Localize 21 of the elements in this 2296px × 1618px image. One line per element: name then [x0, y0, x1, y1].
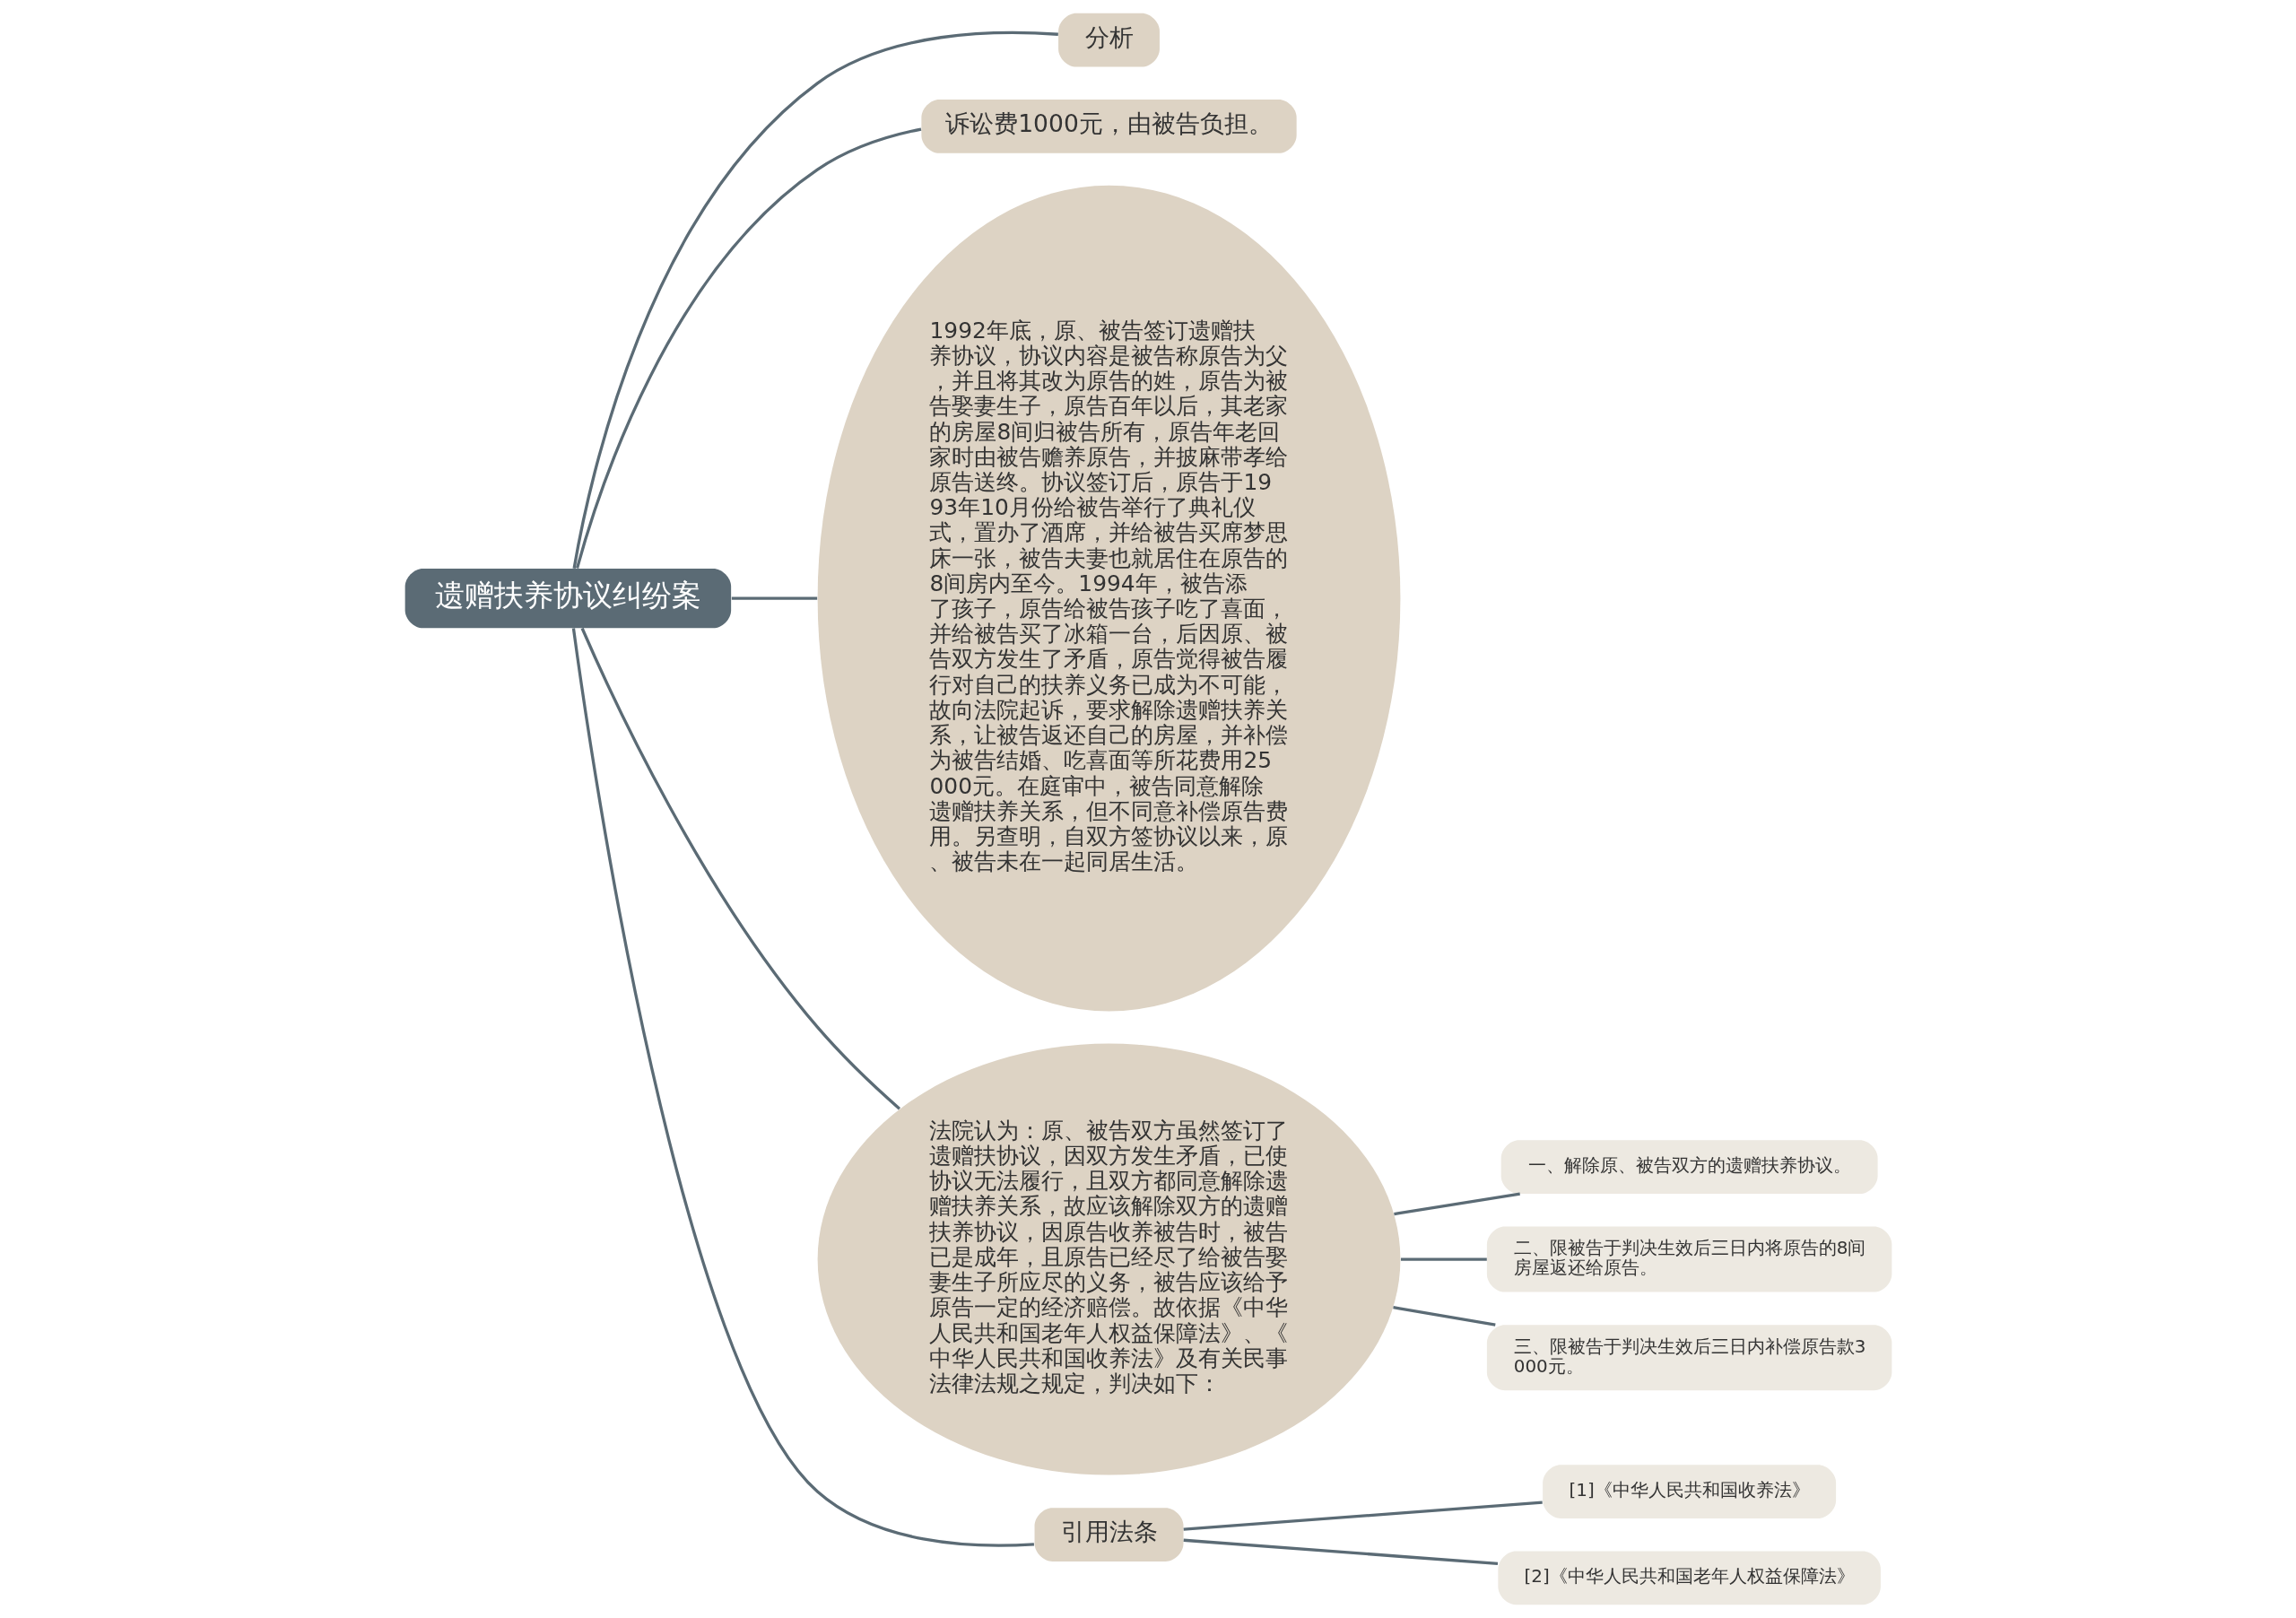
connector: [575, 127, 921, 569]
node-box: 诉讼费1000元，由被告负担。: [920, 100, 1297, 153]
node-ellipse: 1992年底，原、被告签订遗赠扶养协议，协议内容是被告称原告为父，并且将其改为原告的姓，原告为被告娶妻生子，原告百年以后，其老家的房屋8间归被告所有，原告年老回家时由被告赡养原告，并披麻带孝给原告送终。协议签订后，原告于1993年10月份给被告举行了典礼仪式，置办了酒席，并给被告买席梦思床一张，被告夫妻也就居住在原告的8间房内至今。1994年，被告添了孩子，原告给被告孩子吃了喜面，并给被告买了冰箱一台，后因原、被告双方发生了矛盾，原告觉得被告履行对自己的扶养义务已成为不可能，故向法院起诉，要求解除遗赠扶养关系，让被告返还自己的房屋，并补偿为被告结婚、吃喜面等所花费用25000元。在庭审中，被告同意解除遗赠扶养关系，但不同意补偿原告费用。另查明，自双方签协议以来，原、被告未在一起同居生活。: [817, 185, 1400, 1012]
connector: [1183, 1501, 1543, 1531]
node-box: [1]《中华人民共和国收养法》: [1542, 1465, 1836, 1518]
connector: [1400, 1257, 1487, 1261]
node-box: 二、限被告于判决生效后三日内将原告的8间房屋返还给原告。: [1486, 1226, 1892, 1292]
connector: [1392, 1306, 1496, 1327]
node-box: 遗赠扶养协议纠纷案: [404, 568, 731, 629]
connector: [571, 30, 1058, 569]
connector: [571, 628, 1034, 1547]
node-ellipse: 法院认为：原、被告双方虽然签订了遗赠扶协议，因双方发生矛盾，已使协议无法履行，且双方都同意解除遗赠扶养关系，故应该解除双方的遗赠扶养协议，因原告收养被告时，被告已是成年，且原告已经尽了给被告娶妻生子所应尽的义务，被告应该给予原告一定的经济赔偿。故依据《中华人民共和国老年人权益保障法》、《中华人民共和国收养法》及有关民事法律法规之规定，判决如下：: [817, 1043, 1400, 1475]
node-box: 一、解除原、被告双方的遗赠扶养协议。: [1500, 1140, 1878, 1195]
connector: [1393, 1192, 1520, 1216]
node-box: 三、限被告于判决生效后三日内补偿原告款3000元。: [1486, 1325, 1892, 1391]
node-box: [2]《中华人民共和国老年人权益保障法》: [1497, 1551, 1881, 1605]
connector: [1183, 1538, 1498, 1566]
connector: [580, 627, 900, 1110]
node-box: 分析: [1057, 13, 1160, 67]
connector: [731, 596, 817, 600]
node-box: 引用法条: [1034, 1508, 1183, 1562]
